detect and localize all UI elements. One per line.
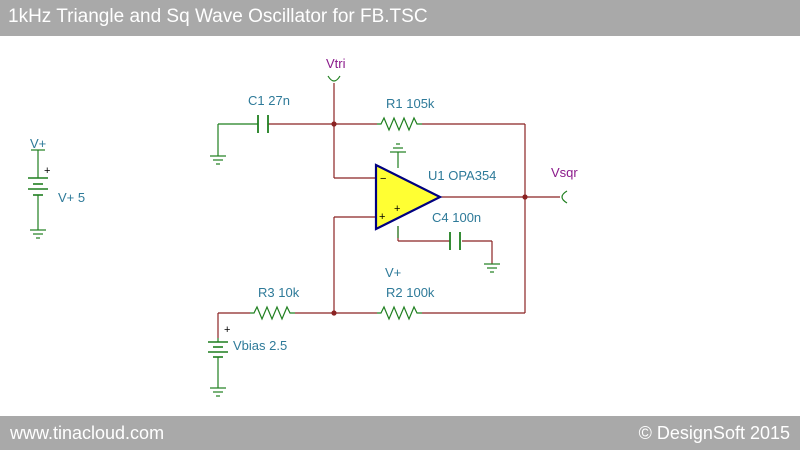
r2-label: R2 100k (386, 285, 435, 300)
opamp-inverting-symbol: − (380, 173, 386, 185)
vtri-net-label: Vtri (326, 56, 346, 71)
v-plus-source-value: V+ 5 (58, 190, 85, 205)
resistor-r2 (377, 305, 422, 321)
page-title: 1kHz Triangle and Sq Wave Oscillator for… (8, 6, 428, 27)
opamp-supply-symbol: + (394, 203, 400, 215)
r1-label: R1 105k (386, 96, 435, 111)
wires (217, 83, 560, 338)
junction-dots (331, 121, 528, 316)
v-plus-source (28, 149, 48, 239)
vbias-polarity: + (224, 324, 230, 336)
opamp-u1 (374, 143, 443, 231)
vbias-label: Vbias 2.5 (233, 338, 287, 353)
vbias-source (208, 338, 228, 397)
vsqr-probe (561, 190, 568, 204)
v-plus-source-name: V+ (30, 136, 46, 151)
v-plus-source-polarity: + (44, 165, 50, 177)
footer-website[interactable]: www.tinacloud.com (10, 423, 165, 443)
resistor-r1 (377, 116, 422, 132)
capacitor-c4 (449, 232, 500, 273)
u1-label: U1 OPA354 (428, 168, 496, 183)
vtri-probe (327, 75, 341, 82)
opamp-noninverting-symbol: + (379, 211, 385, 223)
title-bar: 1kHz Triangle and Sq Wave Oscillator for… (0, 0, 800, 36)
vsqr-net-label: Vsqr (551, 165, 578, 180)
circuit-schematic: V+ + V+ 5 (28, 56, 578, 397)
r3-label: R3 10k (258, 285, 300, 300)
footer-bar: www.tinacloud.com © DesignSoft 2015 (0, 416, 800, 450)
resistor-r3 (250, 305, 295, 321)
c4-label: C4 100n (432, 210, 481, 225)
c1-label: C1 27n (248, 93, 290, 108)
footer-copyright: © DesignSoft 2015 (638, 423, 790, 443)
supply-pin-label: V+ (385, 265, 401, 280)
capacitor-c1 (210, 115, 269, 165)
